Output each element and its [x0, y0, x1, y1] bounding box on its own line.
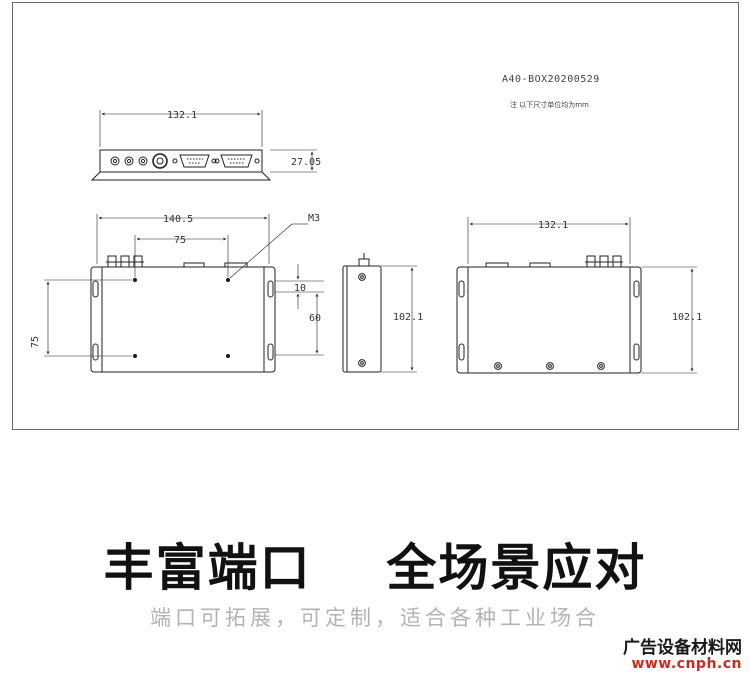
back-view [456, 217, 697, 374]
dim-offset-large: 60 [309, 313, 321, 324]
dim-side-height: 102.1 [393, 312, 423, 323]
dim-top-height: 27.05 [291, 157, 321, 168]
dim-front-width: 140.5 [163, 214, 193, 225]
watermark-site-name: 广告设备材料网 [623, 638, 742, 658]
dim-front-hole-span: 75 [174, 235, 186, 246]
dim-offset-small: 10 [294, 283, 306, 294]
top-view [90, 110, 317, 181]
watermark-url: www.cnph.cn [631, 656, 742, 672]
side-view [342, 253, 417, 373]
dim-top-width: 132.1 [167, 110, 197, 121]
model-code: A40-BOX20200529 [502, 74, 600, 85]
front-view [44, 214, 324, 373]
headline: 丰富端口 全场景应对 [103, 539, 647, 597]
dim-back-width: 132.1 [538, 220, 568, 231]
drawing-border [12, 2, 739, 430]
dim-screw-label: M3 [308, 213, 320, 224]
unit-note: 注 以下尺寸单位均为mm [510, 100, 589, 109]
dim-front-height: 75 [30, 336, 41, 348]
technical-drawing: A40-BOX20200529 注 以下尺寸单位均为mm 132.1 27.05 [12, 2, 739, 430]
dim-back-height: 102.1 [672, 312, 702, 323]
subline: 端口可拓展，可定制，适合各种工业场合 [150, 606, 600, 630]
